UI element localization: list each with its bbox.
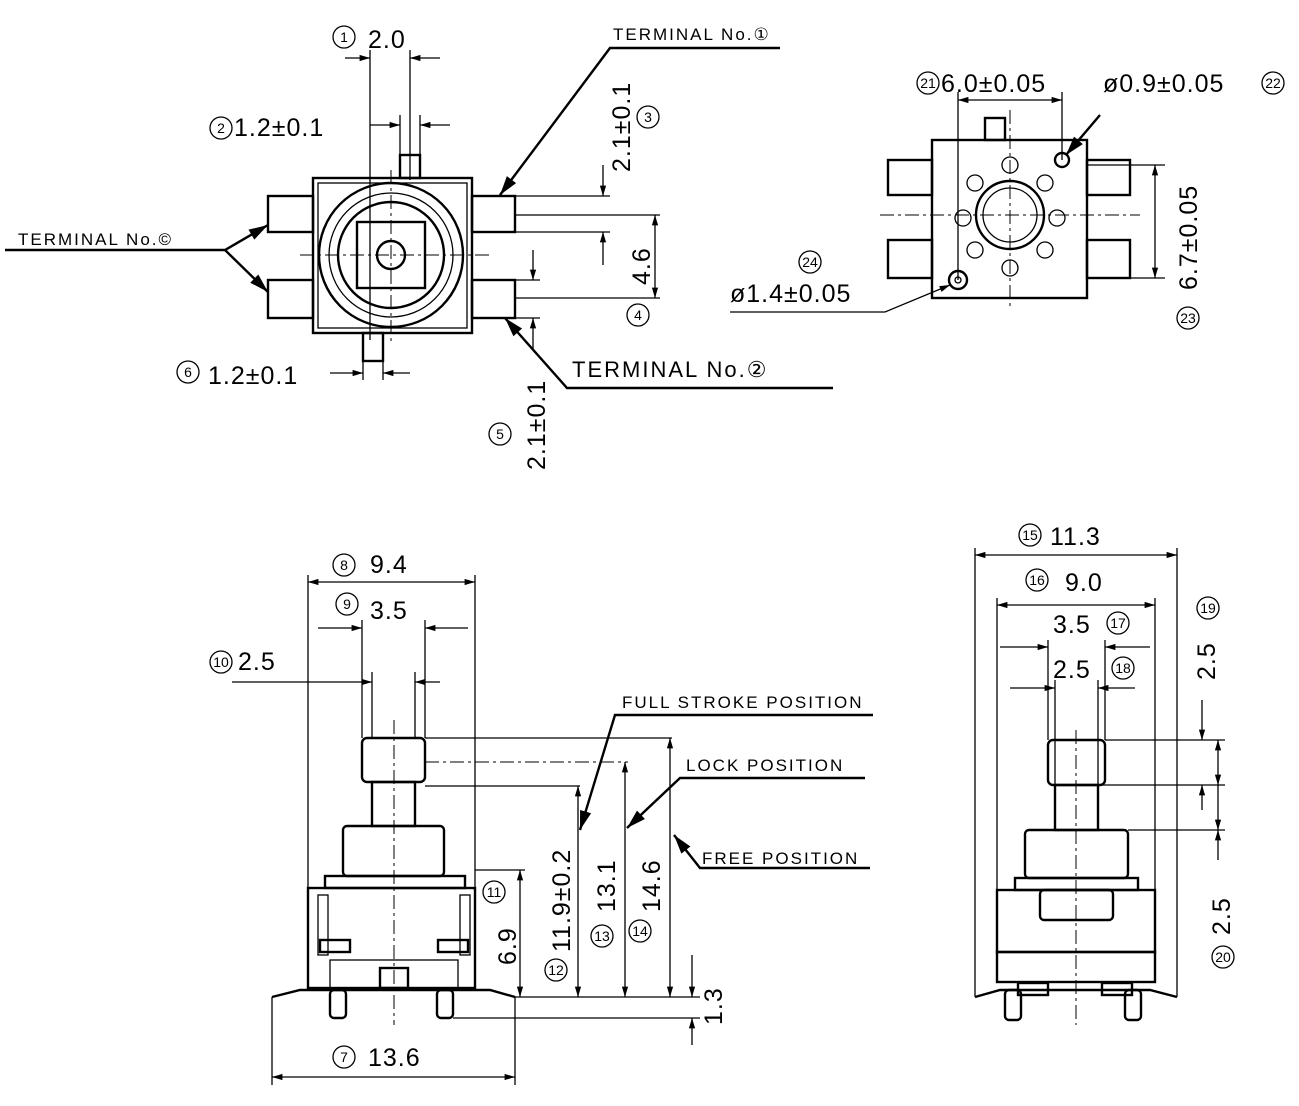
dim-6: 6 1.2±0.1 bbox=[176, 360, 298, 390]
dim-22: ø0.9±0.05 22 bbox=[1103, 70, 1285, 98]
dim-5: 5 2.1±0.1 bbox=[488, 380, 551, 470]
dim-3: 2.1±0.1 3 bbox=[608, 82, 660, 172]
tag-3: 3 bbox=[644, 109, 652, 125]
tag-11: 11 bbox=[487, 884, 502, 900]
dim-24: 24 ø1.4±0.05 bbox=[730, 250, 851, 308]
lock-position-label: LOCK POSITION bbox=[686, 756, 844, 775]
tag-18: 18 bbox=[1115, 660, 1131, 676]
dim-9: 9 3.5 bbox=[335, 592, 408, 625]
tag-7: 7 bbox=[340, 1049, 348, 1065]
dim-7: 7 13.6 bbox=[332, 1044, 421, 1072]
dim-2-value: 1.2±0.1 bbox=[234, 114, 324, 142]
dim-9-value: 3.5 bbox=[370, 597, 408, 625]
dim-23-value: 6.7±0.05 bbox=[1175, 185, 1203, 290]
side-view bbox=[974, 548, 1225, 1025]
tag-9: 9 bbox=[343, 596, 351, 612]
dim-16-value: 9.0 bbox=[1065, 569, 1103, 597]
terminal-2-label: TERMINAL No.② bbox=[572, 357, 769, 382]
tag-2: 2 bbox=[217, 120, 225, 136]
dim-23: 6.7±0.05 23 bbox=[1175, 185, 1203, 330]
tag-13: 13 bbox=[594, 928, 610, 944]
dim-20: 2.5 20 bbox=[1208, 897, 1236, 969]
dim-4: 4.6 4 bbox=[626, 247, 656, 327]
dim-15-value: 11.3 bbox=[1050, 523, 1101, 551]
free-position-label: FREE POSITION bbox=[702, 849, 859, 868]
top-view bbox=[5, 46, 833, 390]
dim-13-value: 13.1 bbox=[593, 859, 621, 912]
dim-4-value: 4.6 bbox=[628, 247, 656, 285]
dim-18: 2.5 18 bbox=[1053, 656, 1135, 684]
tag-17: 17 bbox=[1110, 615, 1126, 631]
dim-17: 3.5 17 bbox=[1053, 611, 1130, 639]
dim-22-value: ø0.9±0.05 bbox=[1103, 70, 1224, 98]
dim-3-value: 2.1±0.1 bbox=[608, 82, 636, 172]
dim-10-value: 2.5 bbox=[238, 648, 276, 676]
dim-11-value: 6.9 bbox=[494, 927, 522, 965]
tag-6: 6 bbox=[184, 364, 192, 380]
dim-20-value: 2.5 bbox=[1208, 897, 1236, 935]
dim-21-value: 6.0±0.05 bbox=[941, 70, 1046, 98]
terminal-1-label: TERMINAL No.① bbox=[613, 25, 771, 44]
dim-18-value: 2.5 bbox=[1053, 656, 1091, 684]
dim-11: 11 6.9 bbox=[482, 880, 522, 965]
dim-8-value: 9.4 bbox=[370, 551, 408, 579]
dim-15: 15 11.3 bbox=[1018, 523, 1101, 551]
dim-5-value: 2.1±0.1 bbox=[523, 380, 551, 470]
dim-17-value: 3.5 bbox=[1053, 611, 1091, 639]
dim-16: 16 9.0 bbox=[1025, 568, 1103, 597]
tag-5: 5 bbox=[496, 426, 504, 442]
bottom-view bbox=[730, 92, 1165, 313]
tag-1: 1 bbox=[340, 29, 348, 45]
tag-8: 8 bbox=[340, 557, 348, 573]
dim-12-value: 11.9±0.2 bbox=[548, 849, 576, 952]
dim-8: 8 9.4 bbox=[332, 551, 408, 579]
tag-10: 10 bbox=[213, 654, 229, 670]
dim-19-value: 2.5 bbox=[1193, 642, 1221, 680]
dim-10: 10 2.5 bbox=[209, 648, 276, 676]
dim-13: 13.1 13 bbox=[590, 859, 621, 948]
tag-21: 21 bbox=[920, 75, 936, 91]
tag-19: 19 bbox=[1200, 600, 1216, 616]
dim-21: 21 6.0±0.05 bbox=[916, 70, 1046, 98]
tag-4: 4 bbox=[634, 307, 642, 323]
dim-1-value: 2.0 bbox=[368, 26, 406, 54]
dim-14-value: 14.6 bbox=[638, 859, 666, 912]
tag-12: 12 bbox=[548, 962, 564, 978]
dim-base-value: 1.3 bbox=[700, 987, 728, 1025]
dim-24-value: ø1.4±0.05 bbox=[730, 280, 851, 308]
dim-1: 1 2.0 bbox=[332, 25, 406, 54]
tag-16: 16 bbox=[1029, 572, 1045, 588]
full-stroke-label: FULL STROKE POSITION bbox=[622, 693, 864, 712]
dim-7-value: 13.6 bbox=[368, 1044, 421, 1072]
tag-14: 14 bbox=[632, 923, 648, 939]
terminal-c-label: TERMINAL No.© bbox=[18, 230, 173, 249]
dim-19: 19 2.5 bbox=[1193, 596, 1221, 680]
tag-20: 20 bbox=[1215, 949, 1231, 965]
dim-12: 11.9±0.2 12 bbox=[544, 849, 576, 982]
dim-2: 2 1.2±0.1 bbox=[209, 114, 324, 142]
tag-22: 22 bbox=[1265, 75, 1281, 91]
dim-14: 14.6 14 bbox=[628, 859, 666, 943]
tag-24: 24 bbox=[802, 254, 818, 270]
dim-6-value: 1.2±0.1 bbox=[208, 362, 298, 390]
front-view bbox=[232, 575, 873, 1085]
tag-15: 15 bbox=[1022, 527, 1038, 543]
tag-23: 23 bbox=[1180, 310, 1196, 326]
